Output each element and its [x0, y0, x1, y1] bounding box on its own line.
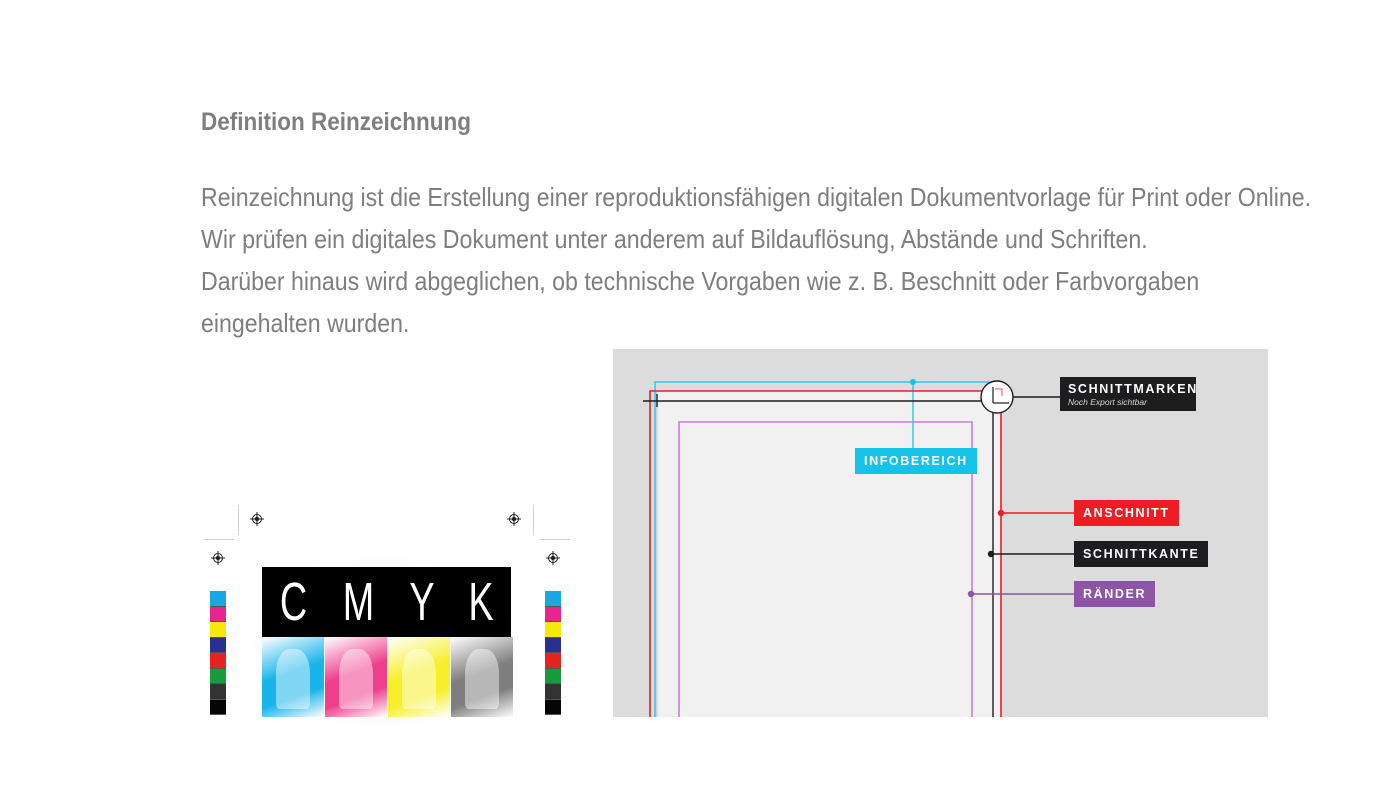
definition-paragraph: Reinzeichnung ist die Erstellung einer r…: [201, 176, 1349, 344]
registration-mark-icon: [250, 512, 264, 526]
separation-strip-yellow: [388, 637, 450, 717]
label-schnittmarken: SCHNITTMARKEN Noch Export sichtbar: [1060, 377, 1196, 411]
layout-lines: [643, 379, 1074, 717]
paragraph-line: Reinzeichnung ist die Erstellung einer r…: [201, 182, 1312, 212]
color-swatch: [545, 699, 561, 715]
color-swatch: [210, 684, 226, 700]
info-dot: [910, 379, 916, 385]
cmyk-letter: C: [279, 572, 307, 632]
paragraph-line: eingehalten wurden.: [201, 308, 410, 338]
photo-figure: [465, 649, 499, 709]
margin-line: [678, 421, 973, 717]
color-swatch: [545, 653, 561, 669]
color-swatch: [545, 684, 561, 700]
color-swatch: [545, 637, 561, 653]
separation-strip-magenta: [325, 637, 387, 717]
cmyk-letter: K: [468, 572, 494, 632]
cmyk-title-block: C M Y K: [262, 567, 511, 637]
color-control-bar: [210, 591, 226, 715]
color-control-bar: [545, 591, 561, 715]
color-swatch: [210, 699, 226, 715]
label-raender: RÄNDER: [1074, 581, 1156, 607]
paragraph-line: Wir prüfen ein digitales Dokument unter …: [201, 224, 1148, 254]
cmyk-letter: M: [342, 572, 375, 632]
color-swatch: [210, 622, 226, 638]
registration-mark-icon: [211, 551, 225, 565]
photo-figure: [339, 649, 373, 709]
registration-mark-icon: [546, 551, 560, 565]
label-anschnitt: ANSCHNITT: [1074, 500, 1179, 526]
trim-mark: [204, 539, 234, 540]
separation-strip-black: [451, 637, 513, 717]
info-area-line: [654, 381, 993, 717]
separation-strip-cyan: [262, 637, 324, 717]
print-layout-diagram: SCHNITTMARKEN Noch Export sichtbar INFOB…: [613, 349, 1268, 717]
trim-mark: [540, 539, 570, 540]
photo-figure: [402, 649, 436, 709]
cmyk-letter: Y: [409, 572, 435, 632]
label-schnittmarken-subtitle: Noch Export sichtbar: [1068, 397, 1147, 407]
color-swatch: [210, 668, 226, 684]
color-swatch: [545, 606, 561, 622]
trim-mark: [238, 505, 239, 535]
color-swatch: [545, 668, 561, 684]
cmyk-proof-image: C M Y K: [200, 460, 580, 735]
bleed-line: [649, 390, 1002, 717]
label-schnittmarken-title: SCHNITTMARKEN: [1068, 382, 1198, 396]
color-swatch: [545, 622, 561, 638]
crop-mark-circle: [980, 380, 1014, 414]
color-swatch: [210, 637, 226, 653]
registration-mark-icon: [507, 512, 521, 526]
color-swatch: [210, 606, 226, 622]
color-swatch: [545, 591, 561, 607]
paragraph-line: Darüber hinaus wird abgeglichen, ob tech…: [201, 266, 1200, 296]
color-swatch: [210, 591, 226, 607]
photo-figure: [276, 649, 310, 709]
section-heading: Definition Reinzeichnung: [201, 108, 471, 136]
trim-mark: [533, 505, 534, 535]
label-schnittkante: SCHNITTKANTE: [1074, 541, 1209, 567]
color-swatch: [210, 653, 226, 669]
page-area: [656, 390, 1002, 717]
label-infobereich: INFOBEREICH: [855, 448, 977, 474]
